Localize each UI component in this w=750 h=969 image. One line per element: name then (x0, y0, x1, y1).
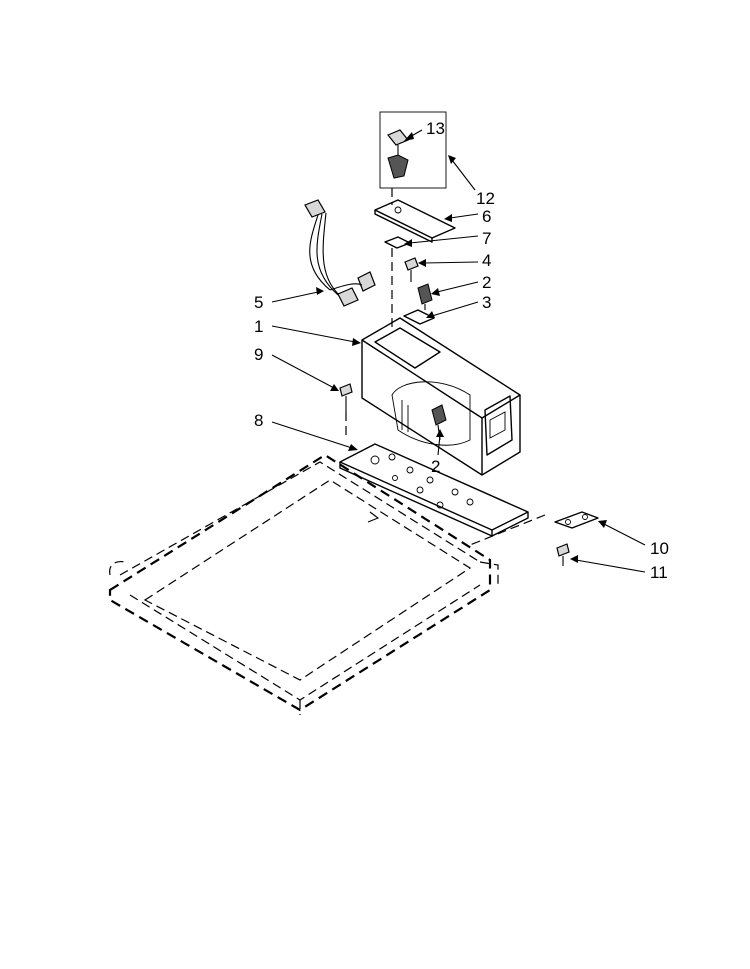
callout-12: 12 (476, 189, 495, 208)
callout-2-upper: 2 (482, 273, 491, 292)
callout-4: 4 (482, 251, 491, 270)
assembly-12-box (379, 111, 447, 189)
callout-10: 10 (650, 539, 669, 558)
cabinet-frame-outline (108, 453, 499, 715)
callout-8: 8 (254, 411, 263, 430)
screw-9 (339, 383, 353, 440)
switch-upper (417, 283, 433, 310)
callout-13: 13 (426, 119, 445, 138)
screw-4 (404, 257, 419, 282)
leader-lines (271, 129, 646, 573)
callout-6: 6 (482, 207, 491, 226)
component-13 (387, 129, 409, 179)
callout-1: 1 (254, 317, 263, 336)
callout-7: 7 (482, 229, 491, 248)
mounting-plate (339, 443, 529, 537)
bracket-7 (384, 236, 411, 330)
clip-10 (469, 511, 599, 546)
callout-9: 9 (254, 345, 263, 364)
wire-harness (304, 199, 376, 307)
cover-plate (374, 188, 456, 243)
console-housing (361, 317, 521, 476)
callout-2-lower: 2 (431, 457, 440, 476)
screw-11 (556, 543, 570, 566)
callout-5: 5 (254, 293, 263, 312)
callout-3: 3 (482, 293, 491, 312)
callout-11: 11 (650, 563, 668, 582)
